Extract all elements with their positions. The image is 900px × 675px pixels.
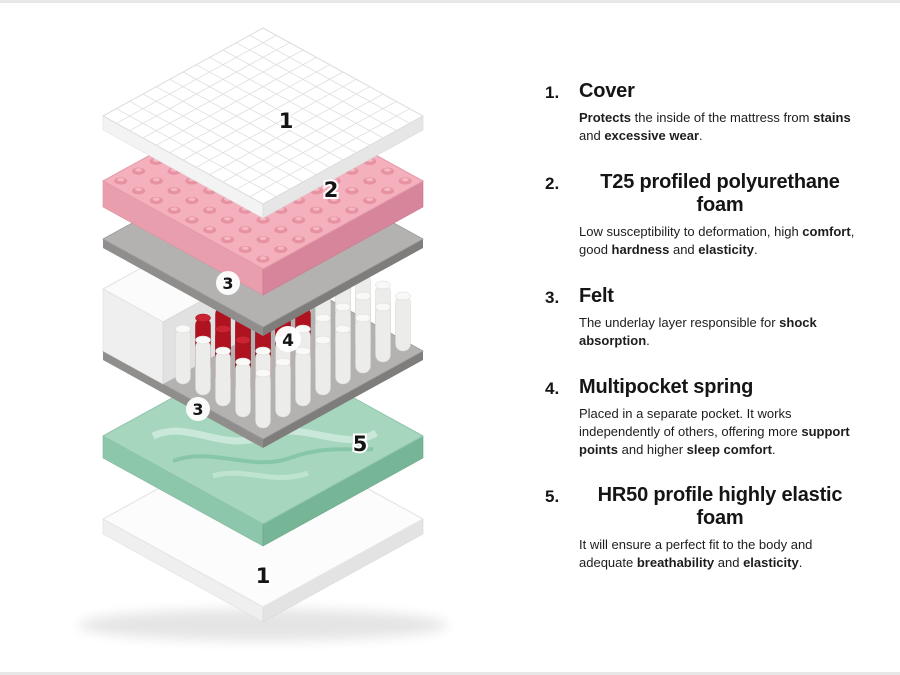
legend-description: Low susceptibility to deformation, high … <box>579 223 855 257</box>
page-bottom-edge <box>0 672 900 675</box>
callout-felt-lower-badge <box>186 397 210 421</box>
callouts: 1 2 3 4 3 5 1 <box>186 107 369 590</box>
page-top-edge <box>0 0 900 3</box>
callout-felt-lower: 3 <box>192 400 203 419</box>
legend-number: 3. <box>545 287 560 307</box>
floor-shadow <box>78 609 448 641</box>
callout-spring: 4 <box>282 331 294 351</box>
legend-title: T25 profiled polyurethane foam <box>600 170 840 216</box>
callout-spring-badge <box>275 326 301 352</box>
mattress-diagram: 1 2 3 4 3 5 1 <box>38 16 508 651</box>
legend-title: Felt <box>579 284 614 307</box>
legend-item-foam-t25: 2. T25 profiled polyurethane foam Low su… <box>545 171 870 259</box>
callout-felt-upper: 3 <box>222 274 233 293</box>
legend-number: 2. <box>545 173 560 193</box>
callout-cover-top: 1 <box>279 109 294 133</box>
legend-description: Protects the inside of the mattress from… <box>579 110 851 143</box>
callout-cover-bottom: 1 <box>256 564 271 588</box>
legend-number: 1. <box>545 83 560 102</box>
callout-foam-hr50: 5 <box>353 432 368 456</box>
legend-title: HR50 profile highly elastic foam <box>597 484 843 530</box>
legend: 1. Cover Protects the inside of the matt… <box>545 80 870 572</box>
legend-number: 4. <box>545 378 560 398</box>
legend-title: Cover <box>579 80 635 102</box>
legend-item-cover: 1. Cover Protects the inside of the matt… <box>545 80 870 145</box>
legend-item-spring: 4. Multipocket spring Placed in a separa… <box>545 376 870 459</box>
legend-description: Placed in a separate pocket. It works in… <box>579 405 850 457</box>
cover-quilt-texture <box>103 28 423 204</box>
mattress-diagram-svg: 1 2 3 4 3 5 1 <box>78 27 448 641</box>
legend-title: Multipocket spring <box>579 375 754 398</box>
legend-number: 5. <box>545 487 560 507</box>
legend-description: It will ensure a perfect fit to the body… <box>579 537 813 571</box>
legend-item-foam-hr50: 5. HR50 profile highly elastic foam It w… <box>545 484 870 572</box>
callout-felt-upper-badge <box>216 271 240 295</box>
legend-item-felt: 3. Felt The underlay layer responsible f… <box>545 285 870 350</box>
legend-description: The underlay layer responsible for shock… <box>579 314 817 348</box>
callout-foam-t25: 2 <box>324 178 339 202</box>
layer-cover-top <box>101 27 425 219</box>
